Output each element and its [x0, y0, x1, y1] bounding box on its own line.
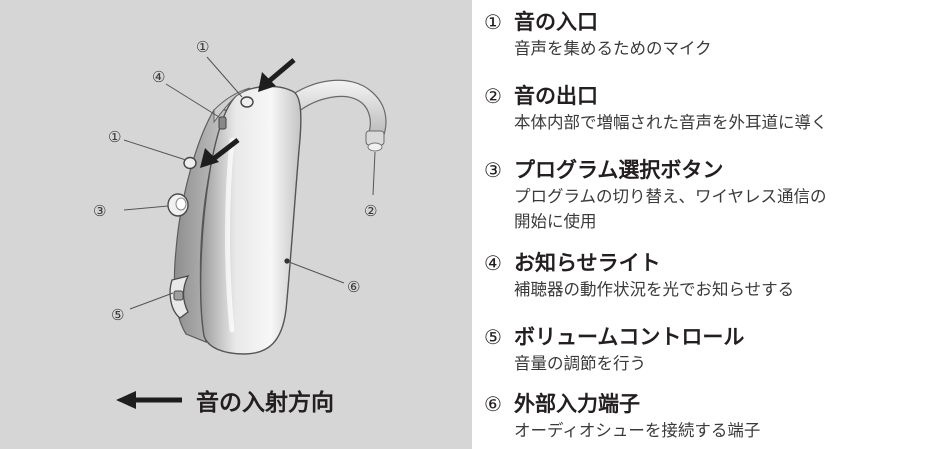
volume-control-knob — [173, 290, 184, 301]
legend-item-volume-control: ⑤ ボリュームコントロール 音量の調節を行う — [484, 321, 939, 376]
microphone-side — [183, 156, 197, 170]
legend-description: プログラムの切り替え、ワイヤレス通信の 開始に使用 — [514, 184, 939, 234]
legend-title: ボリュームコントロール — [514, 325, 745, 349]
legend-description-line: 本体内部で増幅された音声を外耳道に導く — [514, 113, 828, 132]
callout-5: ⑤ — [111, 306, 124, 324]
legend-item-external-input: ⑥ 外部入力端子 オーディオシューを接続する端子 — [484, 388, 939, 443]
sound-direction-arrow-icon — [116, 391, 182, 409]
legend-item-sound-inlet: ① 音の入口 音声を集めるためのマイク — [484, 6, 939, 61]
diagram-panel: ① ④ ① ③ ② ⑥ ⑤ 音の入射方向 — [0, 0, 472, 449]
legend-description-line: 補聴器の動作状況を光でお知らせする — [514, 280, 795, 299]
legend-title: お知らせライト — [514, 251, 661, 275]
legend-title: 音の入口 — [514, 10, 598, 34]
hearing-aid-diagram: ① ④ ① ③ ② ⑥ ⑤ — [93, 38, 387, 355]
legend-number: ⑤ — [484, 325, 502, 349]
legend-description: オーディオシューを接続する端子 — [514, 418, 939, 443]
legend-title: 音の出口 — [514, 84, 598, 108]
legend-item-program-button: ③ プログラム選択ボタン プログラムの切り替え、ワイヤレス通信の 開始に使用 — [484, 154, 939, 234]
program-button-cap — [175, 197, 187, 211]
legend-description-line: プログラムの切り替え、ワイヤレス通信の — [514, 187, 827, 206]
leader-lines — [123, 56, 376, 310]
legend-description: 補聴器の動作状況を光でお知らせする — [514, 277, 939, 302]
legend-title: 外部入力端子 — [514, 392, 640, 416]
caption-text: 音の入射方向 — [196, 390, 334, 416]
legend-description: 音量の調節を行う — [514, 351, 939, 376]
callout-1a: ① — [196, 38, 209, 56]
body-highlight — [225, 137, 235, 333]
microphone-top — [240, 96, 254, 108]
legend-item-sound-outlet: ② 音の出口 本体内部で増幅された音声を外耳道に導く — [484, 80, 939, 135]
sound-outlet-opening — [367, 142, 383, 152]
legend-number: ③ — [484, 158, 502, 182]
legend-description-line: 音量の調節を行う — [514, 354, 646, 373]
legend-item-indicator-light: ④ お知らせライト 補聴器の動作状況を光でお知らせする — [484, 247, 939, 302]
external-input-terminal — [284, 258, 290, 264]
sound-arrow-side — [200, 138, 240, 168]
legend-description-line: オーディオシューを接続する端子 — [514, 421, 761, 440]
callout-1b: ① — [108, 128, 121, 146]
sound-arrow-top — [258, 58, 296, 92]
hearing-aid-body — [199, 85, 302, 355]
legend-description: 本体内部で増幅された音声を外耳道に導く — [514, 110, 939, 135]
indicator-light — [218, 116, 227, 130]
callout-4: ④ — [152, 68, 165, 86]
sound-direction-caption: 音の入射方向 — [116, 382, 396, 418]
legend-description-line: 音声を集めるためのマイク — [514, 39, 712, 58]
callout-6: ⑥ — [347, 278, 360, 296]
callout-2: ② — [364, 202, 377, 220]
legend-description: 音声を集めるためのマイク — [514, 36, 939, 61]
legend-description-line: 開始に使用 — [514, 212, 597, 231]
legend-number: ① — [484, 10, 502, 34]
legend-title: プログラム選択ボタン — [514, 158, 724, 182]
ear-hook — [287, 79, 387, 139]
callout-3: ③ — [93, 202, 106, 220]
legend-number: ④ — [484, 251, 502, 275]
legend-number: ⑥ — [484, 392, 502, 416]
legend-number: ② — [484, 84, 502, 108]
